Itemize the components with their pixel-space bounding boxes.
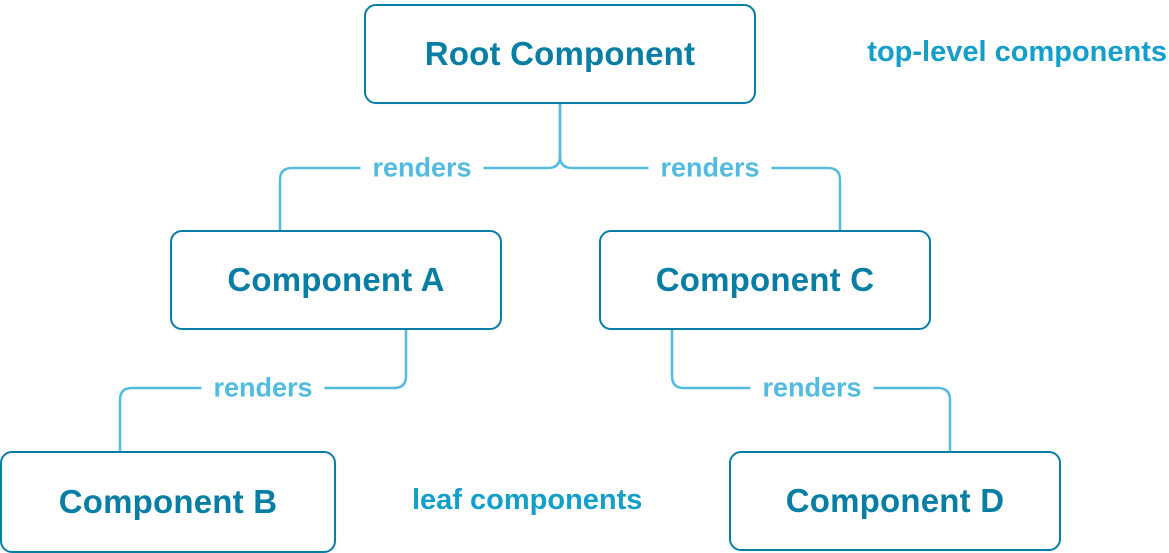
node-component-c: Component C xyxy=(599,230,931,330)
node-component-b: Component B xyxy=(0,451,336,553)
edge-label-c-d: renders xyxy=(750,372,874,404)
node-c-label: Component C xyxy=(655,261,875,298)
node-b-label: Component B xyxy=(58,483,278,520)
edge-label-root-a: renders xyxy=(360,152,484,184)
node-component-d: Component D xyxy=(729,451,1061,551)
annotation-leaf-components: leaf components xyxy=(412,484,643,516)
node-a-label: Component A xyxy=(227,261,445,298)
edge-label-a-b: renders xyxy=(201,372,325,404)
node-d-label: Component D xyxy=(785,482,1005,519)
node-root-label: Root Component xyxy=(424,35,696,72)
node-root-component: Root Component xyxy=(364,4,756,104)
edge-label-root-c: renders xyxy=(648,152,772,184)
annotation-top-level-components: top-level components xyxy=(867,36,1167,68)
node-component-a: Component A xyxy=(170,230,502,330)
